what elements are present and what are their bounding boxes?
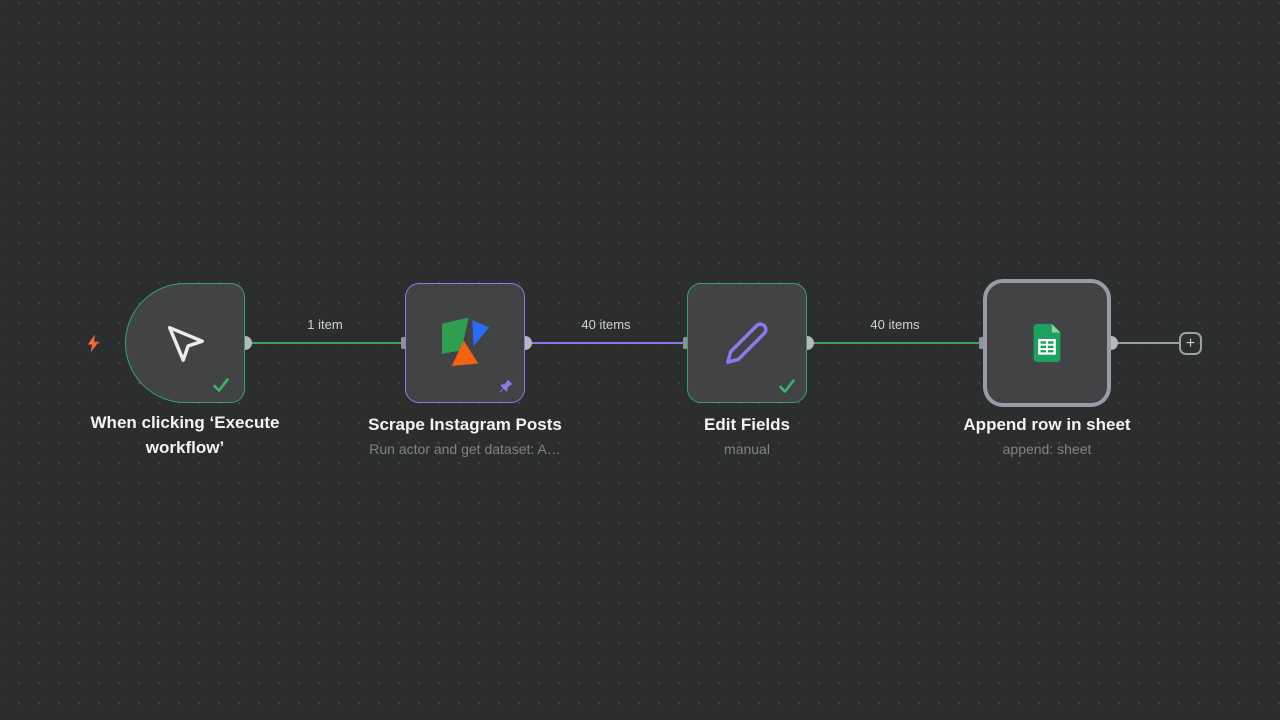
node-append-row-in-sheet[interactable] [983, 279, 1111, 407]
pencil-icon [724, 320, 770, 366]
success-check-icon [779, 379, 795, 393]
connection-trigger-to-apify[interactable] [245, 342, 405, 344]
connection-editfields-to-sheets[interactable] [807, 342, 983, 344]
input-endpoint[interactable] [683, 337, 690, 349]
node-edit-fields[interactable] [687, 283, 807, 403]
trigger-bolt-icon [86, 334, 101, 353]
connection-sheets-to-add[interactable] [1111, 342, 1180, 344]
success-check-icon [213, 378, 229, 392]
node-subtitle: manual [724, 441, 770, 457]
node-when-clicking-execute-workflow[interactable] [125, 283, 245, 403]
connection-items-label: 40 items [581, 317, 631, 332]
node-subtitle: Run actor and get dataset: A… [369, 441, 561, 457]
apify-icon [436, 314, 494, 372]
node-label: Scrape Instagram Posts Run actor and get… [325, 412, 605, 457]
node-title: Scrape Instagram Posts [368, 415, 562, 434]
mouse-pointer-icon [162, 320, 208, 366]
connection-apify-to-editfields[interactable] [525, 342, 687, 344]
google-sheets-icon [1024, 320, 1070, 366]
node-label: When clicking ‘Execute workflow’ [70, 410, 300, 460]
input-endpoint[interactable] [979, 337, 986, 349]
pinned-pin-icon [499, 379, 513, 393]
node-title: Edit Fields [704, 415, 790, 434]
node-subtitle: append: sheet [1002, 441, 1092, 457]
add-node-button[interactable]: + [1179, 332, 1202, 355]
node-title: Append row in sheet [963, 415, 1131, 434]
node-label: Append row in sheet append: sheet [917, 412, 1177, 457]
connection-items-label: 1 item [307, 317, 343, 332]
connection-items-label: 40 items [870, 317, 920, 332]
node-label: Edit Fields manual [627, 412, 867, 457]
node-title: When clicking ‘Execute workflow’ [90, 413, 280, 457]
node-scrape-instagram-posts[interactable] [405, 283, 525, 403]
input-endpoint[interactable] [401, 337, 408, 349]
